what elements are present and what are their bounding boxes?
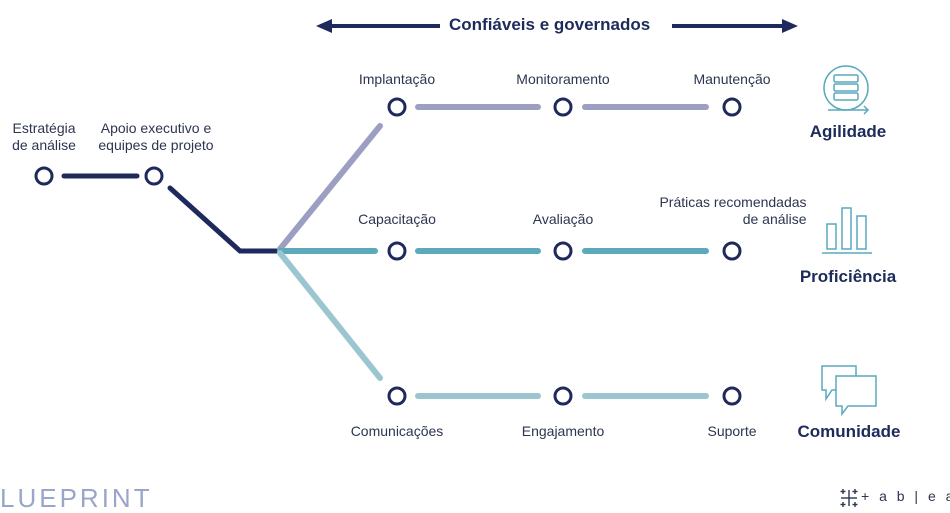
banner-title: Confiáveis e governados	[449, 15, 651, 34]
node-suporte	[722, 386, 742, 406]
tableau-logo-icon	[840, 489, 858, 507]
category-comunidade: Comunidade	[797, 422, 901, 441]
node-praticas	[722, 241, 742, 261]
label-monitoramento: Monitoramento	[516, 71, 610, 87]
label-strategy-line2: de análise	[12, 137, 76, 153]
chat-bubbles-icon	[821, 365, 877, 417]
label-strategy: Estratégia de análise	[12, 120, 76, 154]
label-capacitacao: Capacitação	[358, 211, 436, 227]
label-suporte: Suporte	[707, 423, 757, 439]
blueprint-wordmark: LUEPRINT	[0, 483, 153, 513]
node-monitoramento	[553, 97, 573, 117]
bar-chart-icon	[822, 207, 872, 254]
node-engajamento	[553, 386, 573, 406]
node-strategy	[34, 166, 54, 186]
label-manutencao: Manutenção	[693, 71, 771, 87]
label-comunicacoes: Comunicações	[350, 423, 444, 439]
branch-agility	[277, 104, 709, 252]
label-engajamento: Engajamento	[521, 423, 605, 439]
node-executive	[144, 166, 164, 186]
node-avaliacao	[553, 241, 573, 261]
label-executive-line1: Apoio executivo e	[100, 120, 212, 136]
label-executive: Apoio executivo e equipes de projeto	[98, 120, 213, 154]
node-comunicacoes	[387, 386, 407, 406]
banner-arrow-right	[672, 19, 798, 33]
node-implantacao	[387, 97, 407, 117]
label-praticas-line1: Práticas recomendadas	[659, 194, 807, 210]
node-capacitacao	[387, 241, 407, 261]
label-praticas-line2: de análise	[742, 211, 807, 227]
banner-arrow-left	[316, 19, 440, 33]
label-strategy-line1: Estratégia	[12, 120, 76, 136]
label-executive-line2: equipes de projeto	[98, 137, 214, 153]
label-praticas: Práticas recomendadas de análise	[659, 194, 806, 228]
server-stack-icon	[823, 65, 870, 115]
category-agilidade: Agilidade	[809, 122, 887, 141]
label-avaliacao: Avaliação	[532, 211, 594, 227]
trunk-path	[61, 173, 281, 254]
branch-community	[277, 250, 709, 399]
label-implantacao: Implantação	[358, 71, 436, 87]
tableau-wordmark: + a b | e a u	[861, 488, 950, 504]
category-proficiencia: Proficiência	[799, 267, 897, 286]
node-manutencao	[722, 97, 742, 117]
